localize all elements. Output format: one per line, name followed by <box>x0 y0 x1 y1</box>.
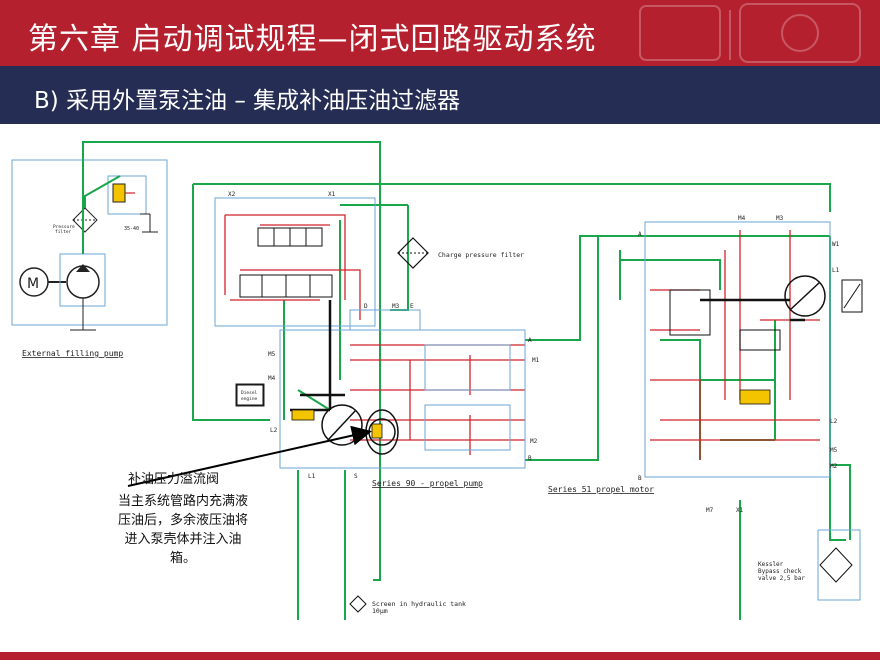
kessler-bypass-valve: Kessler Bypass check valve 2,5 bar <box>758 547 853 583</box>
port-x2: X2 <box>228 191 236 198</box>
port-s: S <box>354 473 358 480</box>
screen-size-label: 10µm <box>372 607 388 615</box>
series51-label: Series 51 propel motor <box>548 485 654 494</box>
motor-port-m4: M4 <box>738 215 746 222</box>
title-bar: 第六章 启动调试规程—闭式回路驱动系统 <box>0 0 880 66</box>
kessler-label: Kessler <box>758 561 784 568</box>
port-a: A <box>528 337 532 344</box>
hydraulic-schematic: M Pressure filter 35-40 External filling… <box>11 141 863 620</box>
motor-symbol-label: M <box>27 276 39 292</box>
diesel-label: Diesel <box>241 390 258 396</box>
engine-label: engine <box>241 396 258 402</box>
port-l2: L2 <box>270 427 278 434</box>
port-e: E <box>410 303 414 310</box>
motor-port-a: A <box>638 231 642 238</box>
tank-screen: Screen in hydraulic tank 10µm <box>349 595 466 615</box>
bottom-bar <box>0 652 880 660</box>
port-l1: L1 <box>308 473 316 480</box>
motor-port-l1: L1 <box>832 267 840 274</box>
motor-port-b: B <box>638 475 642 482</box>
charge-pressure-filter: Charge pressure filter <box>397 237 524 269</box>
relief-setting-label: 35-40 <box>124 226 139 232</box>
bypass-valve-label: valve 2,5 bar <box>758 575 805 582</box>
motor-port-w1: W1 <box>832 241 840 248</box>
motor-port-m2: M2 <box>830 463 838 470</box>
motor-port-m5: M5 <box>830 447 838 454</box>
screen-tank-label: Screen in hydraulic tank <box>372 600 466 608</box>
propel-pump-symbol <box>291 404 399 455</box>
port-m5: M5 <box>268 351 276 358</box>
callout-title: 补油压力溢流阀 <box>128 472 220 487</box>
external-filling-pump: M Pressure filter 35-40 External filling… <box>11 159 168 358</box>
subtitle-bar: B) 采用外置泵注油 – 集成补油压油过滤器 <box>0 66 880 124</box>
propel-motor-symbol <box>669 275 863 405</box>
callout-arrow <box>127 425 372 487</box>
control-pipes <box>290 298 805 412</box>
port-m1: M1 <box>532 357 540 364</box>
page-subtitle: B) 采用外置泵注油 – 集成补油压油过滤器 <box>34 88 461 114</box>
series90-label: Series 90 - propel pump <box>372 479 483 488</box>
external-pump-label: External filling pump <box>22 349 123 358</box>
charge-filter-label: Charge pressure filter <box>438 251 524 259</box>
port-m3: M3 <box>392 303 400 310</box>
control-valves: Diesel engine <box>236 227 333 406</box>
page-title: 第六章 启动调试规程—闭式回路驱动系统 <box>28 22 597 57</box>
bypass-label: Bypass check <box>758 568 802 575</box>
green-pipes <box>82 141 851 620</box>
motor-port-m7: M7 <box>706 507 714 514</box>
component-frames <box>214 197 861 601</box>
motor-port-x1: X1 <box>736 507 744 514</box>
port-m4: M4 <box>268 375 276 382</box>
motor-port-l2: L2 <box>830 418 838 425</box>
port-x1: X1 <box>328 191 336 198</box>
motor-port-m3: M3 <box>776 215 784 222</box>
pressure-filter-word: filter <box>55 229 72 235</box>
port-b: B <box>528 455 532 462</box>
pressure-filter-label: Pressure <box>53 224 75 230</box>
callout-body: 当主系统管路内充满液压油后，多余液压油将进入泵壳体并注入油箱。 <box>118 494 249 566</box>
header-decoration <box>639 3 861 63</box>
port-m2: M2 <box>530 438 538 445</box>
port-d: D <box>364 303 368 310</box>
port-labels: X2 X1 D M3 E A B M1 M2 M4 M5 L1 L2 S A B… <box>228 191 840 514</box>
